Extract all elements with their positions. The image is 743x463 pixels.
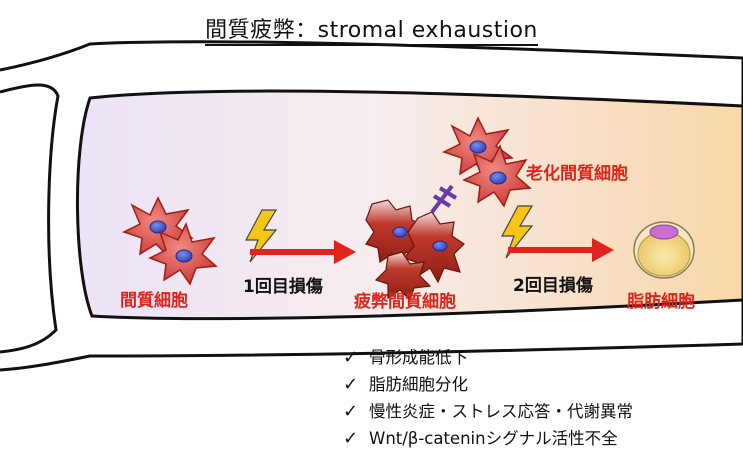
first-injury-label: 1回目損傷: [243, 277, 323, 297]
bone-outline: [0, 40, 743, 372]
list-item: ✓ 脂肪細胞分化: [343, 371, 633, 398]
stromal-cell-cluster: [122, 196, 218, 286]
lightning-bolt-icon: [501, 205, 534, 259]
bone-end-curve: [0, 83, 60, 354]
page-title: 間質疲弊：stromal exhaustion: [0, 12, 743, 46]
second-injury-label: 2回目損傷: [513, 276, 593, 296]
list-item: ✓ 骨形成能低下: [343, 344, 633, 371]
arrow-head: [592, 238, 614, 262]
inhibition-icon: [430, 184, 458, 214]
lightning-bolt-icon: [245, 209, 278, 263]
exhausted-cell: [374, 251, 432, 302]
list-item: ✓ 慢性炎症・ストレス応答・代謝異常: [343, 398, 633, 425]
arrow-head: [334, 240, 356, 264]
checkmark-icon: ✓: [343, 347, 359, 368]
checkmark-icon: ✓: [343, 428, 359, 449]
senescent-cell-cluster: [442, 116, 532, 208]
stromal-cell-label: 間質細胞: [120, 291, 188, 311]
checkmark-icon: ✓: [343, 374, 359, 395]
adipocyte-label: 脂肪細胞: [627, 292, 695, 312]
exhausted-cell-label: 疲弊間質細胞: [354, 292, 456, 312]
senescent-cell-label: 老化間質細胞: [526, 164, 628, 184]
checkmark-icon: ✓: [343, 401, 359, 422]
marrow-cavity: [75, 89, 743, 321]
exhausted-cell-cluster: [365, 199, 465, 302]
list-item: ✓ Wnt/β-cateninシグナル活性不全: [343, 425, 633, 452]
adipocyte: [633, 221, 695, 279]
consequence-list: ✓ 骨形成能低下 ✓ 脂肪細胞分化 ✓ 慢性炎症・ストレス応答・代謝異常 ✓ W…: [343, 344, 633, 452]
